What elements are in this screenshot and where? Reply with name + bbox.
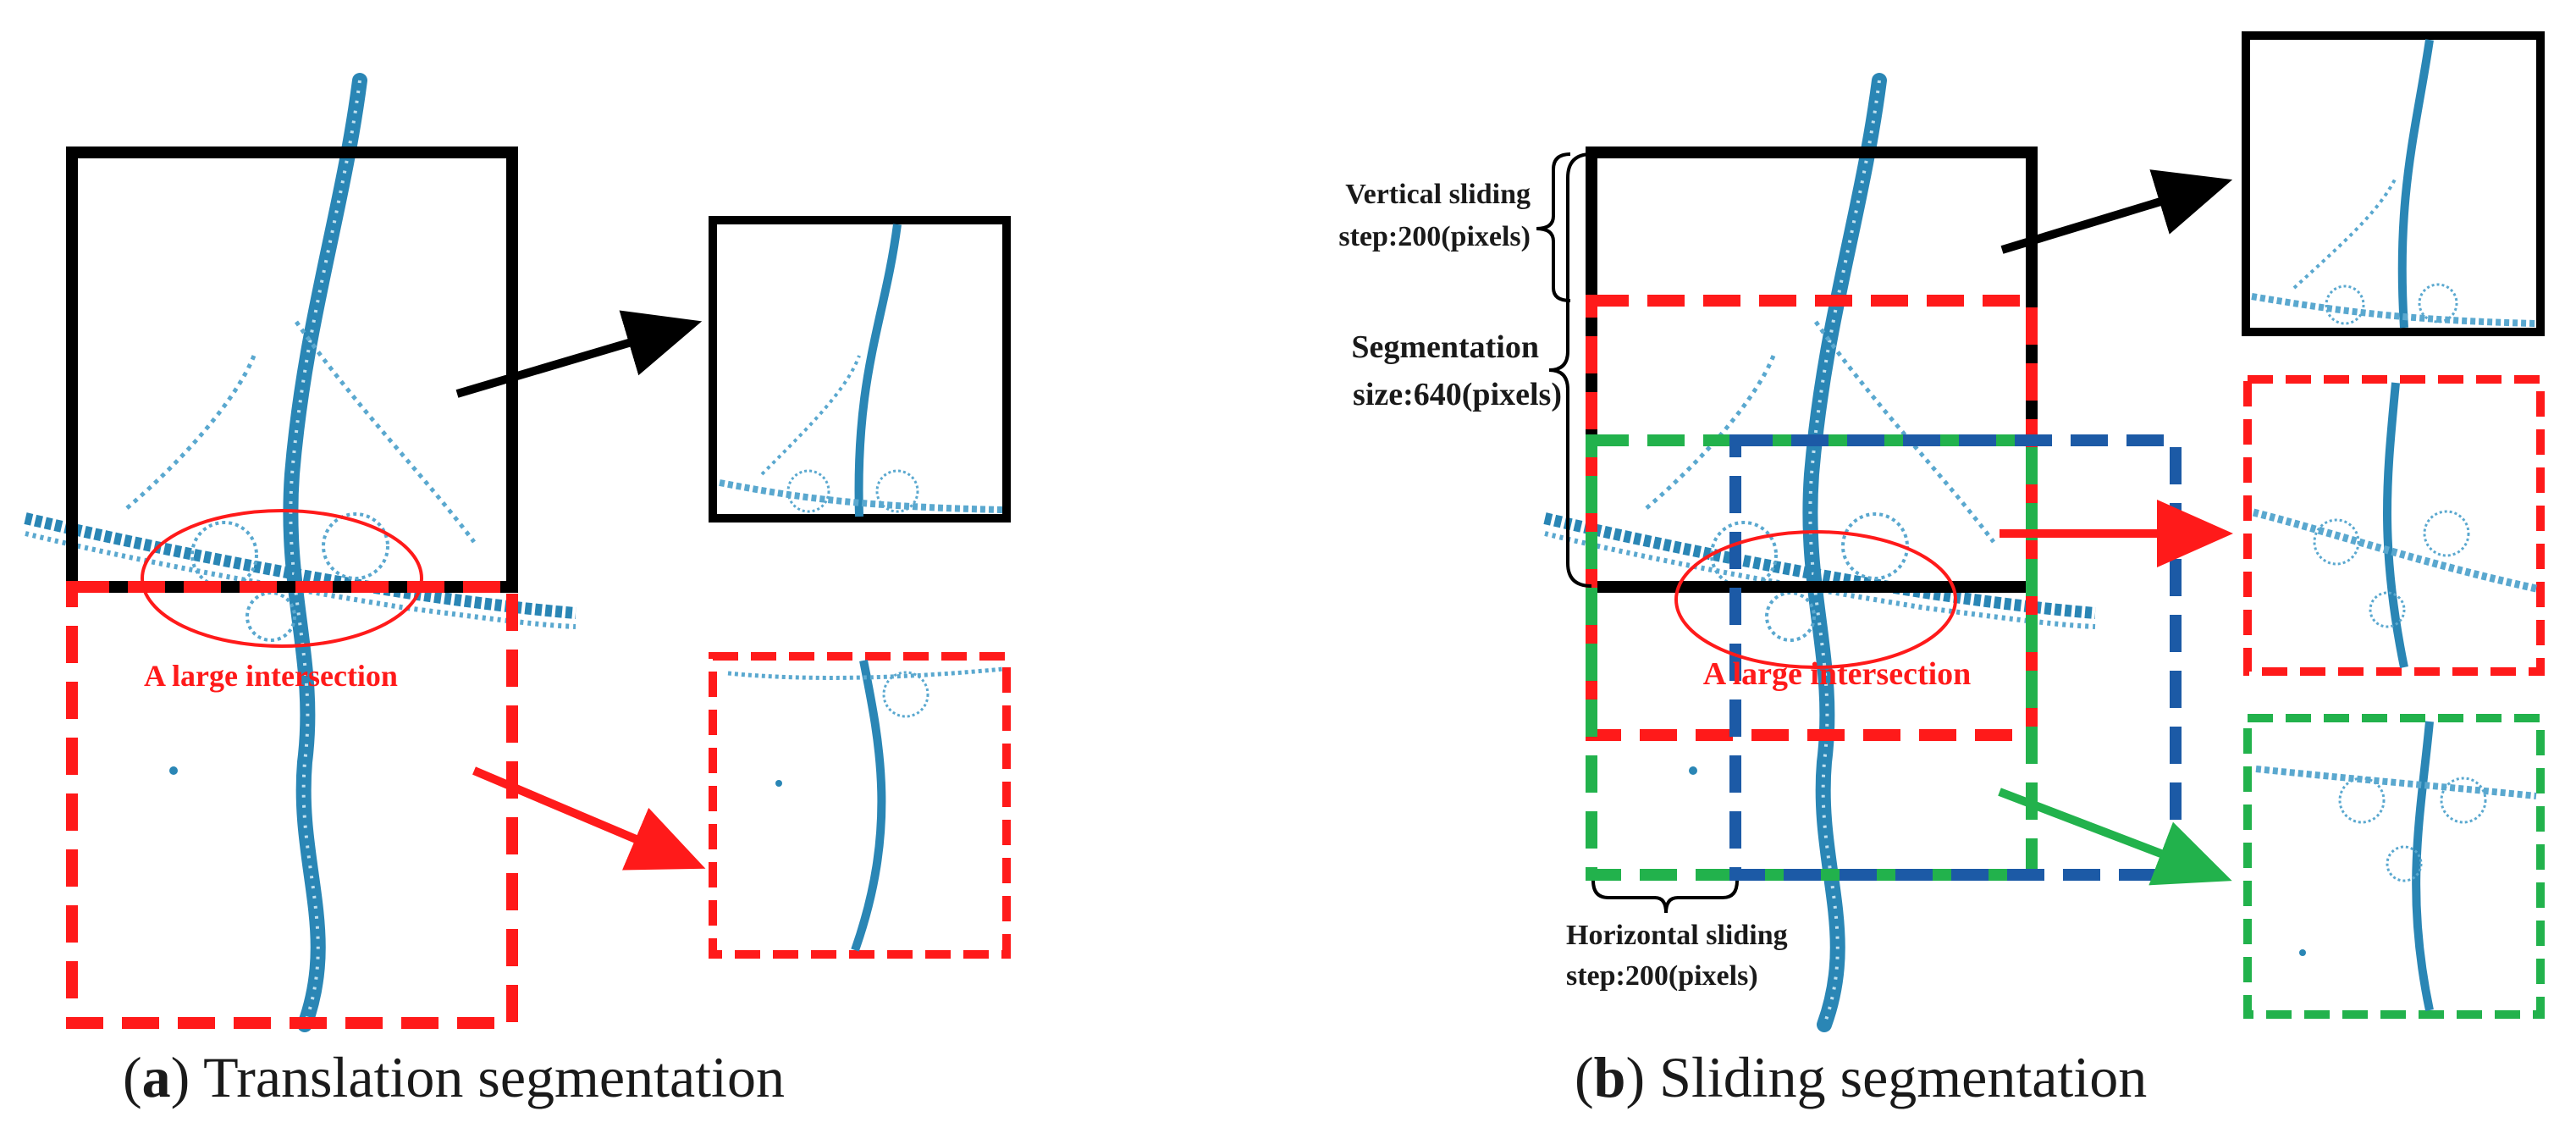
- panel-a-red-segment: [66, 581, 518, 1029]
- panel-a-road-map: [25, 80, 576, 1025]
- panel-b-caption-letter: b: [1594, 1045, 1626, 1109]
- panel-b-road-map: [1545, 80, 2095, 1025]
- panel-b-horizontal-step-brace: [1591, 880, 1739, 914]
- panel-b-caption: (b) Sliding segmentation: [1575, 1045, 2147, 1109]
- panel-b: A large intersection Vertical sliding st…: [1338, 31, 2545, 1109]
- panel-a: A large intersection (a) Translation seg…: [25, 80, 1011, 1109]
- panel-b-segmentation-size-label-2: size:640(pixels): [1353, 377, 1562, 412]
- panel-a-black-arrow: [455, 310, 703, 398]
- panel-b-black-arrow: [2000, 169, 2233, 254]
- panel-b-vertical-step-label-2: step:200(pixels): [1338, 221, 1531, 252]
- panel-b-caption-text: Sliding segmentation: [1659, 1045, 2147, 1109]
- panel-b-vertical-step-label-1: Vertical sliding: [1345, 179, 1531, 210]
- panel-b-red-output-patch: [2243, 375, 2545, 676]
- panel-b-black-output-patch: [2242, 31, 2545, 336]
- panel-b-vertical-step-brace: [1536, 152, 1571, 302]
- panel-b-blue-segment: [1729, 434, 2182, 881]
- panel-b-intersection-label: A large intersection: [1703, 656, 1972, 692]
- panel-b-horizontal-step-label-1: Horizontal sliding: [1566, 920, 1788, 951]
- panel-b-red-segment: [1586, 295, 2038, 741]
- panel-b-intersection-ellipse: [1674, 530, 1957, 669]
- panel-a-caption-letter: a: [142, 1045, 171, 1109]
- panel-b-green-arrow: [1998, 788, 2232, 886]
- panel-a-intersection-label: A large intersection: [144, 659, 398, 693]
- panel-a-caption: (a) Translation segmentation: [123, 1045, 785, 1109]
- panel-a-caption-text: Translation segmentation: [203, 1045, 785, 1109]
- panel-b-green-output-patch: [2243, 714, 2545, 1019]
- panel-a-red-output-patch: [709, 652, 1011, 959]
- panel-b-segmentation-size-label-1: Segmentation: [1351, 329, 1539, 365]
- panel-a-black-output-patch: [709, 216, 1011, 523]
- panel-a-intersection-ellipse: [141, 509, 423, 648]
- panel-b-segmentation-size-brace: [1548, 152, 1592, 588]
- panel-a-black-segment: [66, 147, 518, 593]
- panel-b-horizontal-step-label-2: step:200(pixels): [1566, 960, 1758, 992]
- panel-a-red-arrow: [472, 766, 706, 871]
